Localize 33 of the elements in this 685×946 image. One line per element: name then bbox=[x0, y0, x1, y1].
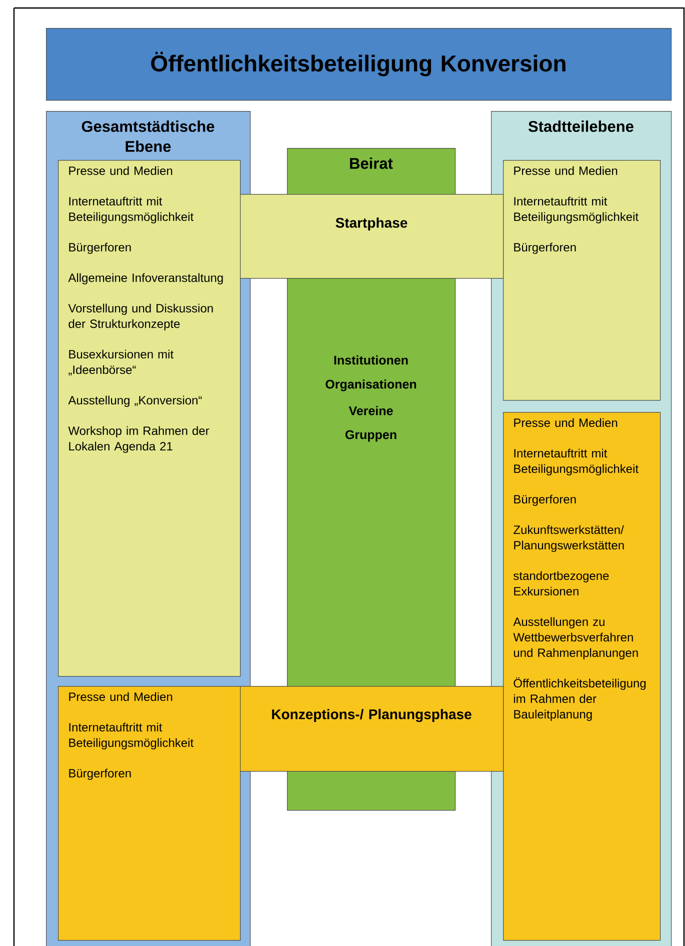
column-heading: Gesamtstädtische Ebene bbox=[82, 120, 214, 152]
list-item: Presse und Medien bbox=[514, 166, 618, 176]
list-item: Vorstellung und Diskussion der Strukturkonzepte bbox=[68, 304, 213, 330]
list-item: Zukunftswerkstätten/ Planungswerkstätten bbox=[514, 525, 624, 552]
list-item: Allgemeine Infoveranstaltung bbox=[68, 273, 223, 284]
list-item: Presse und Medien bbox=[69, 166, 172, 176]
list-box bbox=[503, 160, 661, 401]
list-item: Internetauftritt mit Beteiligungsmöglichkeit bbox=[69, 196, 194, 224]
member-label: Vereine bbox=[348, 406, 393, 416]
phase-band: Konzeptions-/ Planungsphase bbox=[240, 686, 504, 772]
list-item: Busexkursionen mit „Ideenbörse“ bbox=[68, 350, 174, 376]
column-heading: Stadtteilebene bbox=[528, 120, 634, 132]
list-item: Ausstellung „Konversion“ bbox=[68, 396, 202, 407]
list-item: Ausstellungen zu Wettbewerbsverfahren und Rahmenplanungen bbox=[513, 617, 638, 660]
list-item: Workshop im Rahmen der Lokalen Agenda 21 bbox=[68, 426, 210, 453]
member-label: Organisationen bbox=[326, 379, 416, 392]
list-box bbox=[58, 160, 241, 677]
member-label: Gruppen bbox=[345, 430, 396, 442]
list-item: Öffentlichkeitsbeteiligung im Rahmen der Bauleitplanung bbox=[514, 677, 646, 721]
list-item: Internetauftritt mit Beteiligungsmöglichkeit bbox=[69, 722, 194, 750]
title-banner: Öffentlichkeitsbeteiligung Konversion bbox=[46, 28, 672, 101]
list-item: Bürgerforen bbox=[69, 768, 131, 780]
list-item: Bürgerforen bbox=[514, 242, 576, 254]
list-item: Bürgerforen bbox=[514, 494, 576, 506]
list-box bbox=[58, 686, 241, 941]
list-item: Internetauftritt mit Beteiligungsmöglichkeit bbox=[514, 196, 638, 224]
list-item: standortbezogene Exkursionen bbox=[514, 571, 609, 596]
list-item: Internetauftritt mit Beteiligungsmöglichkeit bbox=[514, 448, 638, 476]
list-item: Bürgerforen bbox=[69, 242, 131, 254]
phase-band: Startphase bbox=[240, 194, 504, 279]
list-item: Presse und Medien bbox=[514, 418, 618, 428]
list-item: Presse und Medien bbox=[69, 692, 172, 701]
member-label: Institutionen bbox=[334, 355, 408, 365]
